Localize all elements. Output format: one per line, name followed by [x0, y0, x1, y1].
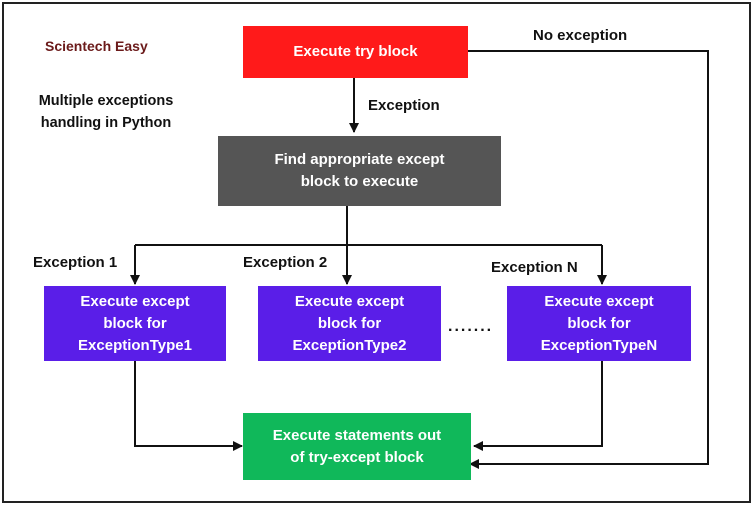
label-no-exception: No exception — [533, 27, 628, 44]
arrow-except-1-to-out — [134, 361, 243, 451]
label-exception-2: Exception 2 — [243, 254, 328, 271]
arrow-except-n-to-out — [473, 361, 603, 451]
label-exception: Exception — [368, 97, 440, 114]
label-exception-n: Exception N — [491, 259, 578, 276]
node-try-block: Execute try block — [243, 26, 468, 78]
ellipsis-more-branches: ....... — [448, 318, 494, 335]
node-except-2: Execute except block for ExceptionType2 — [258, 286, 441, 361]
brand-label: Scientech Easy — [45, 38, 148, 54]
node-out-block: Execute statements out of try-except blo… — [243, 413, 471, 480]
arrow-no-exception — [468, 50, 709, 469]
diagram-subtitle: Multiple exceptions handling in Python — [38, 93, 174, 131]
node-find-except: Find appropriate except block to execute — [218, 136, 501, 206]
label-exception-1: Exception 1 — [33, 254, 118, 271]
node-except-n: Execute except block for ExceptionTypeN — [507, 286, 691, 361]
node-except-1: Execute except block for ExceptionType1 — [44, 286, 226, 361]
